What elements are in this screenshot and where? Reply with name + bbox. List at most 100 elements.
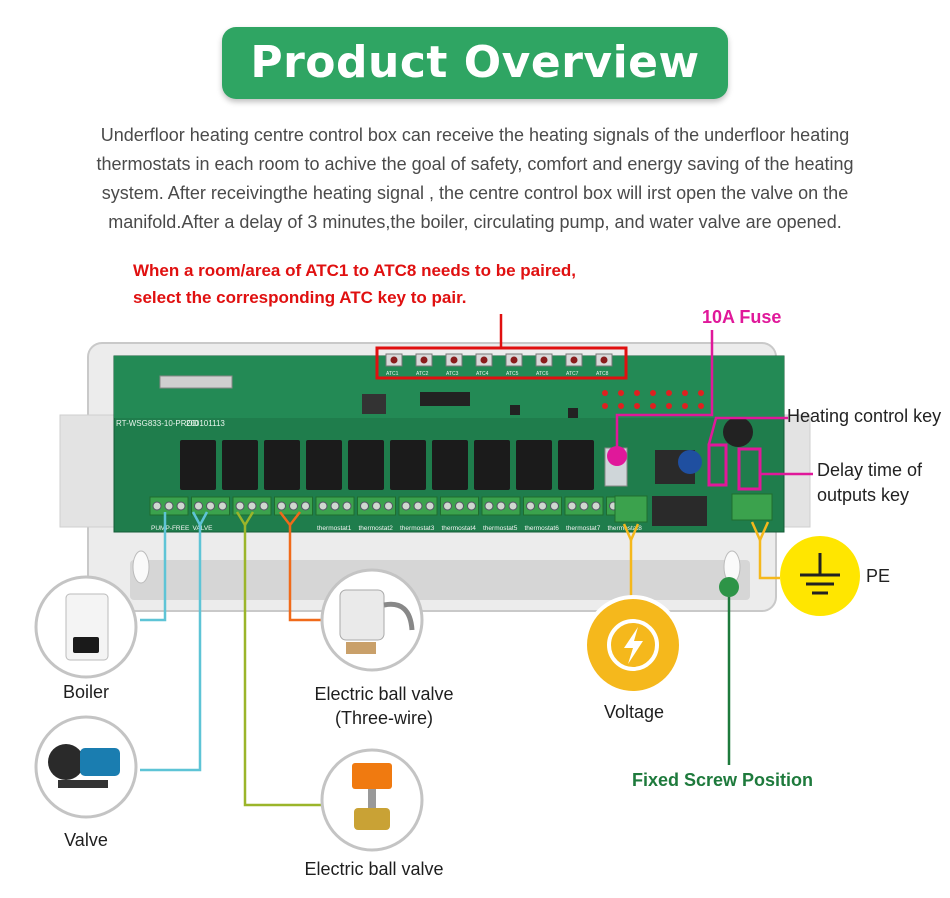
relay <box>348 440 384 490</box>
atc-button-label: ATC7 <box>566 371 579 377</box>
ball-valve-wire <box>243 525 322 807</box>
status-led <box>650 390 656 396</box>
boiler-wire <box>140 512 167 622</box>
relay <box>264 440 300 490</box>
relay <box>306 440 342 490</box>
status-led <box>666 390 672 396</box>
relay <box>390 440 426 490</box>
boiler-label: Boiler <box>62 682 110 702</box>
board-date: 200101113 <box>186 419 225 428</box>
heating-key-box <box>707 443 728 487</box>
ic-chip <box>420 392 470 406</box>
atc-button[interactable]: ATC7 <box>565 353 583 377</box>
terminal-block: thermostat4 <box>440 496 479 532</box>
relay-row <box>180 440 594 490</box>
status-led <box>618 390 624 396</box>
ic-chip <box>362 394 386 414</box>
buzzer <box>723 417 753 447</box>
atc-button-label: ATC3 <box>446 371 459 377</box>
status-led <box>682 403 688 409</box>
title-banner <box>222 27 728 99</box>
description-line: thermostats in each room to achive the g… <box>96 154 854 174</box>
atc-button-label: ATC4 <box>476 371 489 377</box>
pairing-note-line1: When a room/area of ATC1 to ATC8 needs t… <box>133 261 577 280</box>
ball-valve-label: Electric ball valve <box>304 859 444 879</box>
led-row <box>602 390 704 409</box>
description-line: system. After receivingthe heating signa… <box>101 183 849 203</box>
relay-power <box>652 496 707 526</box>
terminal-block: thermostat5 <box>481 496 521 532</box>
valve-label: Valve <box>64 830 108 850</box>
ground-icon <box>800 553 840 595</box>
terminal-label: thermostat5 <box>483 525 518 532</box>
terminal-block <box>274 496 313 516</box>
status-led <box>618 403 624 409</box>
terminal-block: thermostat3 <box>398 496 438 532</box>
relay <box>474 440 510 490</box>
terminal-label: thermostat3 <box>400 525 435 532</box>
relay <box>432 440 468 490</box>
atc-button[interactable]: ATC3 <box>445 353 463 377</box>
status-led <box>634 403 640 409</box>
atc-button[interactable]: ATC1 <box>385 353 403 377</box>
atc-button-label: ATC6 <box>536 371 549 377</box>
voltage-ring <box>607 619 659 671</box>
status-led <box>666 403 672 409</box>
status-led <box>698 390 704 396</box>
lightning-icon <box>624 627 643 664</box>
status-led <box>682 390 688 396</box>
terminal-block: PUMP-FREE <box>149 496 190 532</box>
atc-button-label: ATC2 <box>416 371 429 377</box>
three-wire-wire <box>288 525 322 622</box>
terminal-block: thermostat7 <box>564 496 604 532</box>
atc-button[interactable]: ATC6 <box>535 353 553 377</box>
atc-buttons: ATC1 ATC2 ATC3 ATC4 ATC5 ATC6 ATC7 ATC8 <box>385 353 613 377</box>
atc-button[interactable]: ATC5 <box>505 353 523 377</box>
micro-switch <box>568 408 578 418</box>
atc-button[interactable]: ATC4 <box>475 353 493 377</box>
delay-key-box <box>737 447 762 491</box>
terminal-label: thermostat7 <box>566 525 601 532</box>
boiler-image <box>34 575 138 679</box>
power-terminal <box>614 495 648 523</box>
terminal-block <box>232 496 272 516</box>
pe-wire <box>758 540 780 580</box>
atc-button-label: ATC8 <box>596 371 609 377</box>
status-led <box>650 403 656 409</box>
delay-key-label-line2: outputs key <box>817 485 910 505</box>
terminal-block: thermostat6 <box>523 496 562 532</box>
atc-button[interactable]: ATC8 <box>595 353 613 377</box>
three-wire-valve-label-line2: (Three-wire) <box>334 708 433 728</box>
left-flange <box>59 414 121 528</box>
delay-key-label-line1: Delay time of <box>817 460 923 480</box>
screw-slot-left <box>132 550 150 584</box>
atc-button[interactable]: ATC2 <box>415 353 433 377</box>
terminal-block: VALVE <box>191 496 230 532</box>
page-title: Product Overview <box>250 37 700 88</box>
terminal-block: thermostat1 <box>315 496 355 532</box>
micro-switch <box>510 405 520 415</box>
atc-button-label: ATC1 <box>386 371 399 377</box>
pump-image <box>34 715 138 819</box>
enclosure-ribs <box>130 560 750 600</box>
terminal-label: PUMP-FREE <box>151 525 190 532</box>
terminal-label: thermostat6 <box>525 525 560 532</box>
voltage-label: Voltage <box>603 702 665 722</box>
terminal-label: VALVE <box>193 525 214 532</box>
valve-wire <box>140 525 202 772</box>
atc-button-label: ATC5 <box>506 371 519 377</box>
buzzer-spring <box>159 375 233 389</box>
heating-key-pointer <box>707 416 788 445</box>
status-led <box>602 390 608 396</box>
fuse-pointer <box>615 330 714 456</box>
pe-label: PE <box>866 566 891 586</box>
capacitor <box>678 450 702 474</box>
relay <box>222 440 258 490</box>
heating-key-label: Heating control key <box>787 406 942 426</box>
description: Underfloor heating centre control box ca… <box>22 121 928 237</box>
terminal-label: thermostat2 <box>359 525 394 532</box>
terminal-label: thermostat1 <box>317 525 352 532</box>
three-wire-valve-label-line1: Electric ball valve <box>314 684 454 704</box>
